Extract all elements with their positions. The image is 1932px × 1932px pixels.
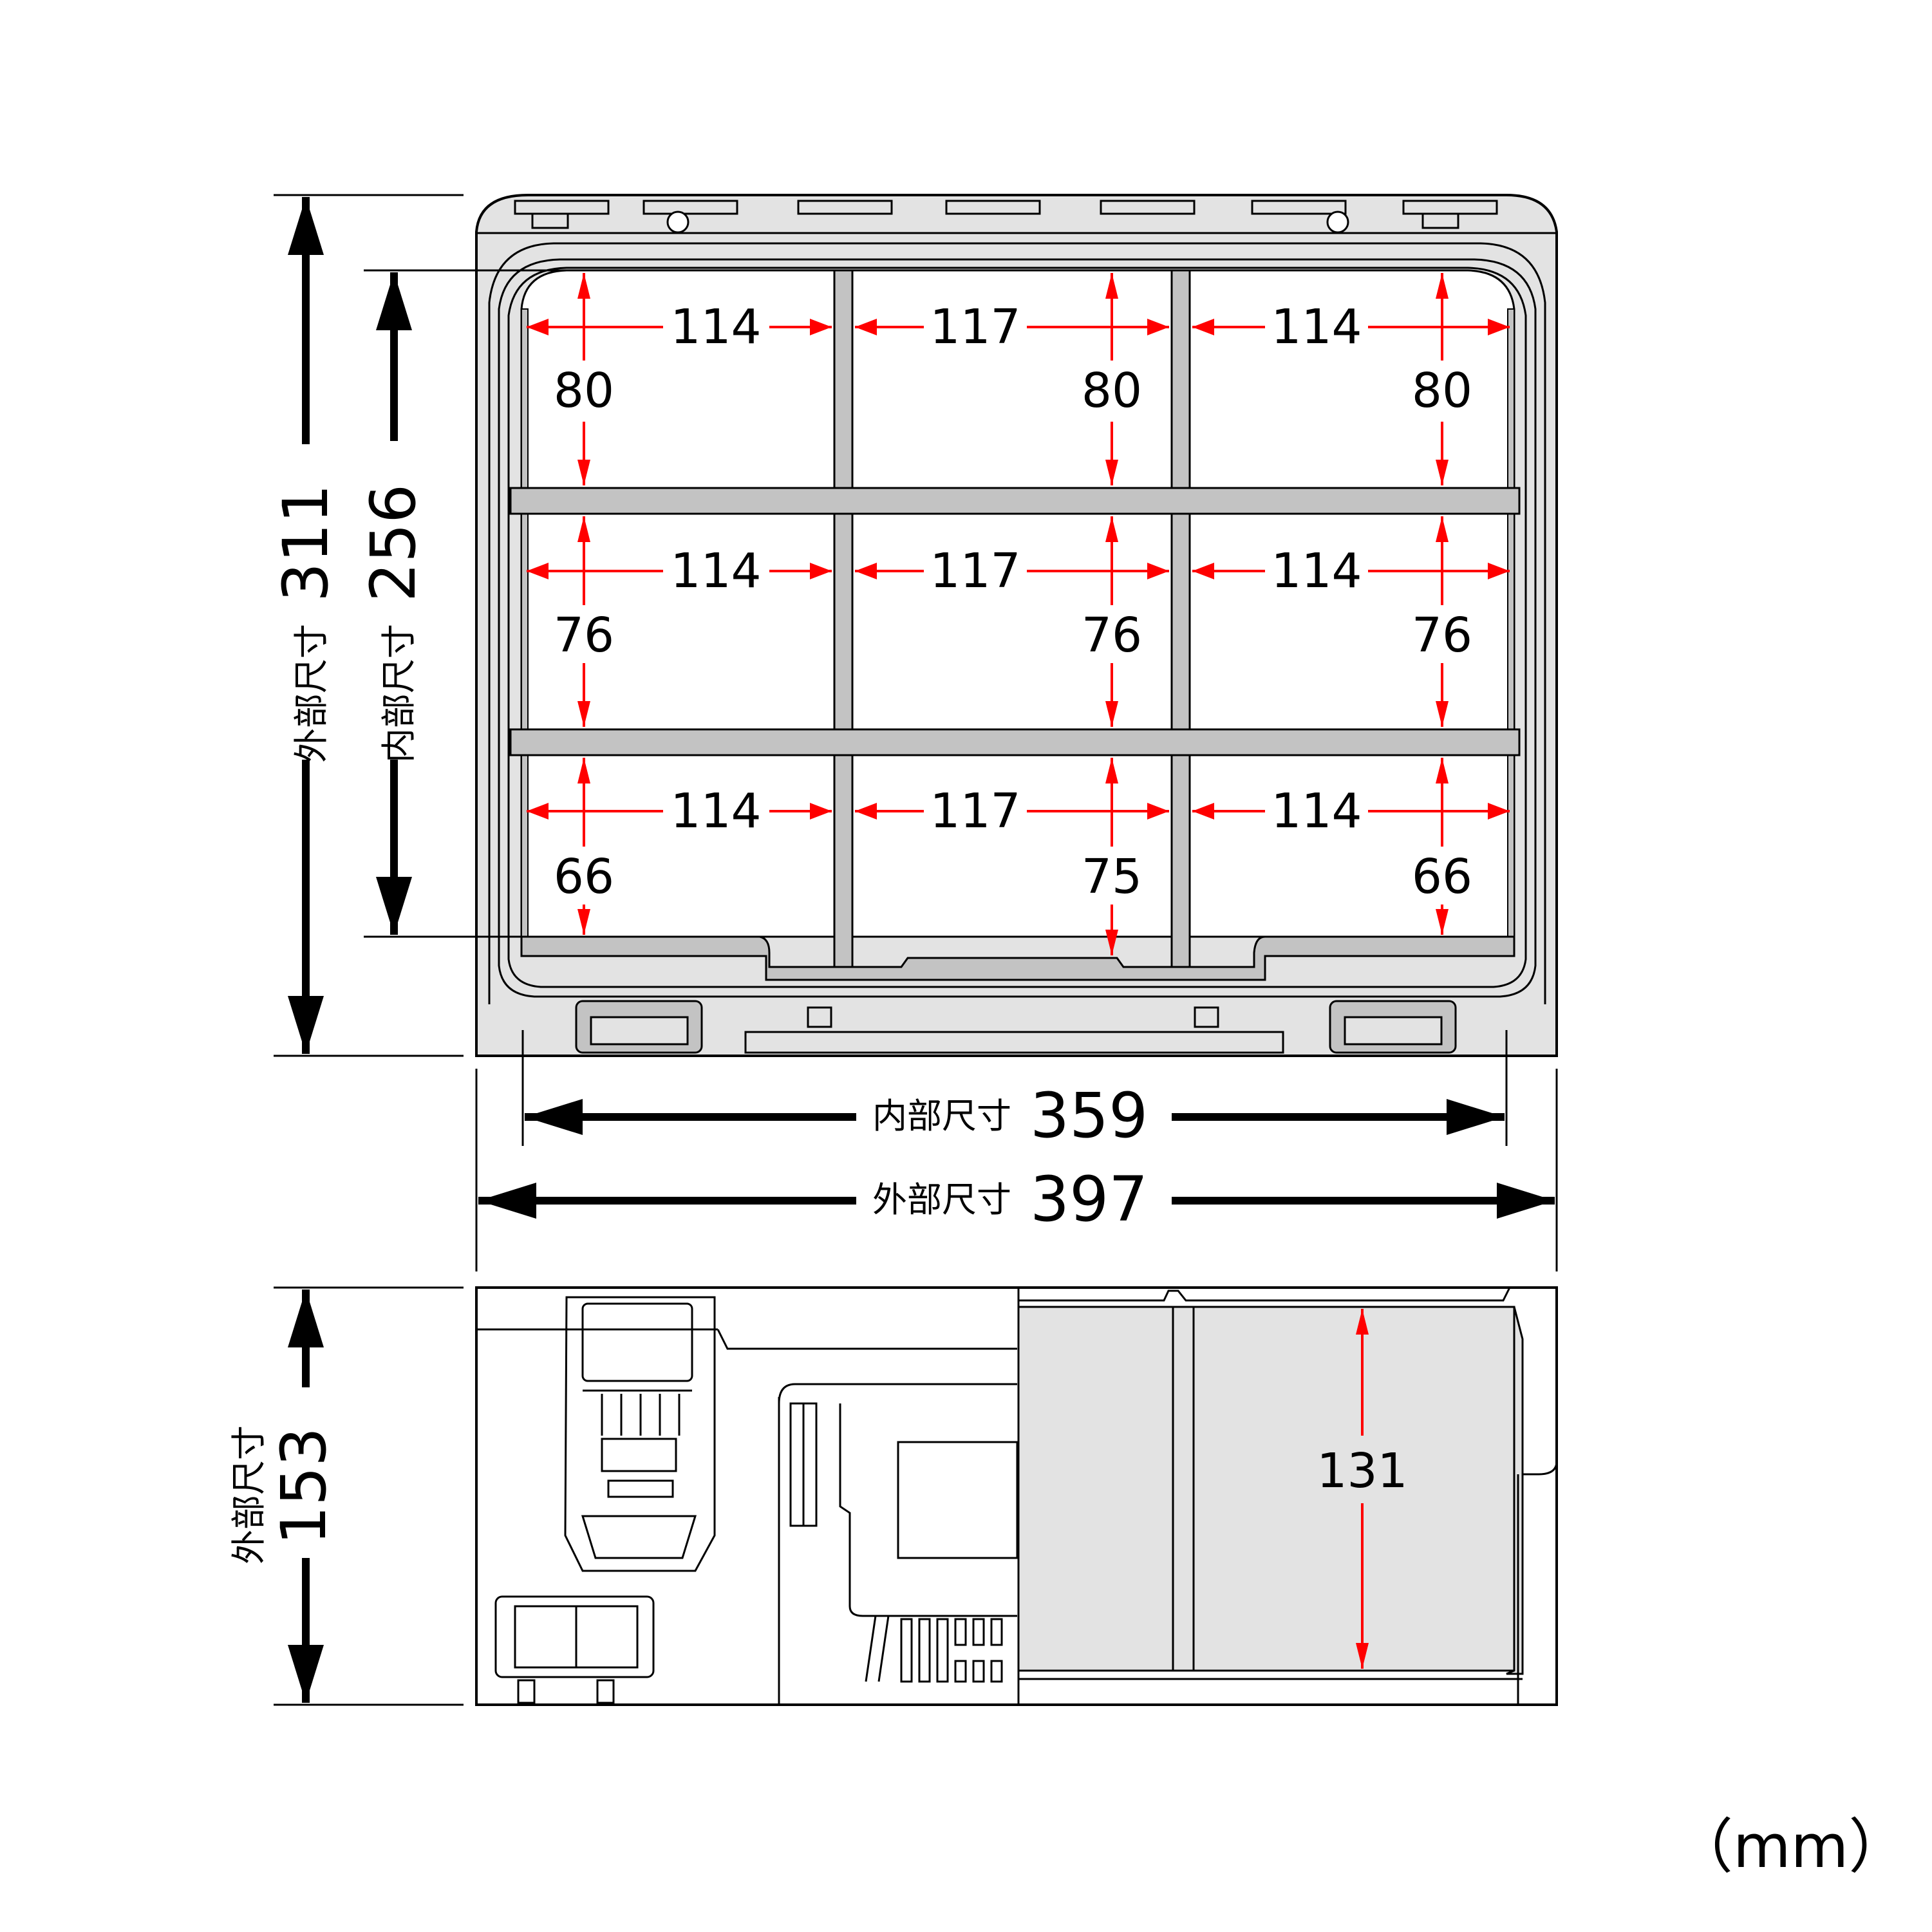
bin-section [1017, 1286, 1558, 1705]
depth-label-r1c1: 80 [554, 363, 614, 418]
width-label-r2c1: 114 [670, 543, 761, 599]
divider-horizontal-2 [509, 728, 1521, 756]
width-label-r1c2: 117 [930, 299, 1020, 355]
depth-label-r2c2: 76 [1082, 608, 1142, 663]
width-label-r3c1: 114 [670, 783, 761, 839]
outer-height-value: 311 [270, 484, 342, 602]
width-label-r3c3: 114 [1271, 783, 1362, 839]
top-view: 114 117 114 80 80 80 114 117 114 76 76 7… [475, 194, 1558, 1057]
compartment-labels: 114 117 114 80 80 80 114 117 114 76 76 7… [554, 299, 1472, 905]
lock-box [494, 1595, 655, 1704]
side-outer-height-label: 外部尺寸 [229, 1425, 269, 1564]
lock-open-icon [596, 1679, 615, 1704]
depth-label-r3c2: 75 [1082, 849, 1142, 905]
side-view: 131 [475, 1286, 1558, 1706]
inner-height-value: 256 [357, 484, 429, 602]
side-view-dimensions: 外部尺寸 153 [229, 1286, 464, 1706]
outer-width-value: 397 [1030, 1163, 1148, 1235]
compartment-dimensions [527, 273, 1510, 955]
inner-width-value: 359 [1030, 1080, 1148, 1152]
width-label-r3c2: 117 [930, 783, 1020, 839]
unit-label: （mm） [1674, 1812, 1908, 1881]
divider-vertical-2 [1170, 269, 1191, 968]
top-view-dimensions: 外部尺寸 311 内部尺寸 256 内部尺寸 359 外部尺寸 397 [270, 194, 1558, 1271]
divider-vertical-1 [833, 269, 854, 968]
depth-label-r2c1: 76 [554, 608, 614, 663]
latch-left [575, 1000, 703, 1054]
inner-cavity [520, 269, 1515, 938]
inner-height-label: 内部尺寸 [379, 624, 419, 763]
side-outer-height-value: 153 [268, 1427, 340, 1545]
width-label-r1c1: 114 [670, 299, 761, 355]
depth-label-r3c3: 66 [1412, 849, 1472, 905]
side-hinge-ribs [789, 1402, 1018, 1683]
width-label-r2c3: 114 [1271, 543, 1362, 599]
depth-label-r3c1: 66 [554, 849, 614, 905]
divider-horizontal-1 [509, 487, 1521, 515]
depth-label-r1c2: 80 [1082, 363, 1142, 418]
outer-width-label: 外部尺寸 [872, 1179, 1011, 1220]
latch-right [1329, 1000, 1457, 1054]
outer-height-label: 外部尺寸 [291, 624, 332, 763]
lock-closed-icon [517, 1679, 536, 1704]
inner-width-label: 内部尺寸 [872, 1096, 1011, 1136]
depth-label-r2c3: 76 [1412, 608, 1472, 663]
width-label-r1c3: 114 [1271, 299, 1362, 355]
width-label-r2c2: 117 [930, 543, 1020, 599]
side-latch [564, 1296, 716, 1572]
depth-label-r1c3: 80 [1412, 363, 1472, 418]
hinge-strip [514, 200, 1498, 234]
bin-inner-height-value: 131 [1317, 1443, 1407, 1499]
bottom-ledge [520, 935, 1515, 981]
